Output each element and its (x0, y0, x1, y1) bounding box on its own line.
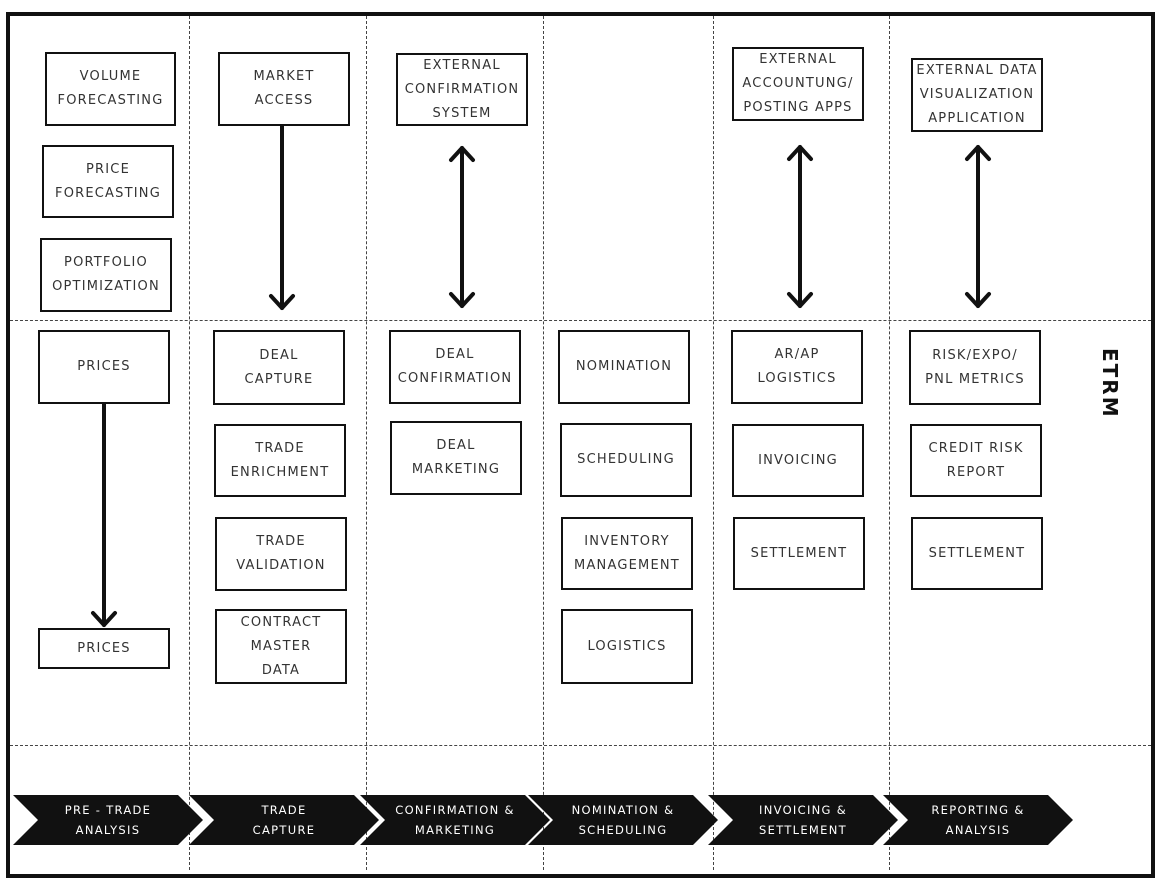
phase-chevron-reporting-analysis: REPORTING & ANALYSIS (883, 795, 1073, 845)
contract-master-data-box: CONTRACT MASTER DATA (215, 609, 347, 684)
volume-forecasting-box: VOLUME FORECASTING (45, 52, 176, 126)
external-confirmation-system-box: EXTERNAL CONFIRMATION SYSTEM (396, 53, 528, 126)
ar-ap-logistics-box: AR/AP LOGISTICS (731, 330, 863, 404)
deal-marketing-box: DEAL MARKETING (390, 421, 522, 495)
phase-label: NOMINATION & SCHEDULING (571, 803, 675, 837)
phase-label: TRADE CAPTURE (252, 803, 316, 837)
credit-risk-report-box: CREDIT RISK REPORT (910, 424, 1042, 497)
invoicing-box: INVOICING (732, 424, 864, 497)
settlement-invoicing-box: SETTLEMENT (733, 517, 865, 590)
market-access-box: MARKET ACCESS (218, 52, 350, 126)
logistics-box: LOGISTICS (561, 609, 693, 684)
price-forecasting-box: PRICE FORECASTING (42, 145, 174, 218)
phase-chevron-pre-trade-analysis: PRE - TRADE ANALYSIS (13, 795, 203, 845)
arrow-market-access-to-deal-capture (269, 124, 295, 310)
phase-chevron-nomination-scheduling: NOMINATION & SCHEDULING (528, 795, 718, 845)
phase-chevron-invoicing-settlement: INVOICING & SETTLEMENT (708, 795, 898, 845)
phase-chevron-confirmation-marketing: CONFIRMATION & MARKETING (360, 795, 550, 845)
column-divider (543, 16, 544, 870)
phase-label: PRE - TRADE ANALYSIS (64, 803, 152, 837)
deal-capture-box: DEAL CAPTURE (213, 330, 345, 405)
settlement-reporting-box: SETTLEMENT (911, 517, 1043, 590)
arrow-external-accounting-bidirectional (787, 145, 813, 308)
arrow-external-confirmation-bidirectional (449, 146, 475, 308)
column-divider (713, 16, 714, 870)
portfolio-optimization-box: PORTFOLIO OPTIMIZATION (40, 238, 172, 312)
scheduling-box: SCHEDULING (560, 423, 692, 497)
external-accounting-posting-apps-box: EXTERNAL ACCOUNTUNG/ POSTING APPS (732, 47, 864, 121)
arrow-prices-down (91, 402, 117, 627)
column-divider (889, 16, 890, 870)
inventory-management-box: INVENTORY MANAGEMENT (561, 517, 693, 590)
phase-chevron-trade-capture: TRADE CAPTURE (189, 795, 379, 845)
arrow-external-data-visualization-bidirectional (965, 145, 991, 308)
column-divider (189, 16, 190, 870)
column-divider (366, 16, 367, 870)
row-divider-phases (10, 745, 1151, 746)
deal-confirmation-box: DEAL CONFIRMATION (389, 330, 521, 404)
trade-enrichment-box: TRADE ENRICHMENT (214, 424, 346, 497)
risk-expo-pnl-metrics-box: RISK/EXPO/ PNL METRICS (909, 330, 1041, 405)
phase-label: REPORTING & ANALYSIS (931, 803, 1025, 837)
nomination-box: NOMINATION (558, 330, 690, 404)
external-data-visualization-application-box: EXTERNAL DATA VISUALIZATION APPLICATION (911, 58, 1043, 132)
phase-label: CONFIRMATION & MARKETING (395, 803, 515, 837)
phase-label: INVOICING & SETTLEMENT (759, 803, 847, 837)
row-divider-etrm (10, 320, 1151, 321)
prices-output-box: PRICES (38, 628, 170, 669)
etrm-label: ETRM (1098, 347, 1122, 419)
trade-validation-box: TRADE VALIDATION (215, 517, 347, 591)
